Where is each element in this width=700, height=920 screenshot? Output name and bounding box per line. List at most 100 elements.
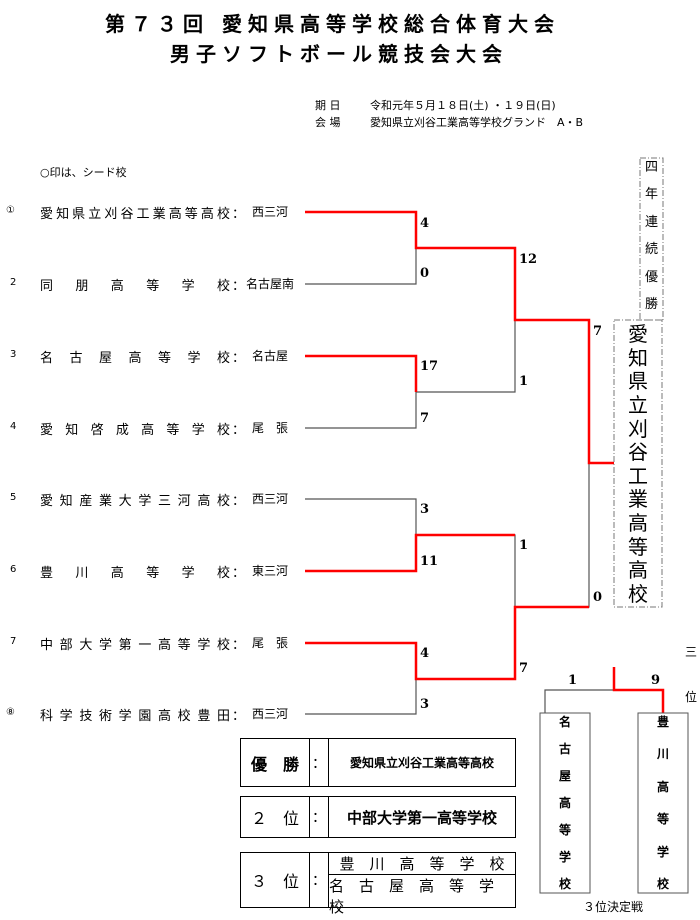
colon: ：	[232, 566, 246, 581]
champion-box-border	[613, 319, 663, 608]
colon: ：	[232, 351, 246, 366]
line-team-4	[305, 392, 417, 429]
seed-number: 7	[10, 636, 17, 647]
seed-number: 6	[10, 564, 17, 575]
box-char: 川	[656, 747, 669, 762]
third-place-right-box: 豊川高等学校	[638, 716, 688, 890]
seed-number: 2	[10, 277, 17, 288]
team-name: 愛知産業大学三河高校	[40, 494, 230, 509]
colon: ：	[310, 797, 329, 837]
team-name: 名古屋高等学校	[40, 351, 230, 366]
box-char: 校	[558, 877, 571, 891]
box-char: 立	[628, 392, 648, 417]
box-char: 年	[644, 187, 658, 203]
score: 4	[420, 646, 430, 661]
line-third-loser	[544, 689, 614, 713]
box-char: 学	[656, 844, 669, 859]
colon: ：	[232, 709, 246, 724]
winner-name: 愛知県立刈谷工業高等高校	[349, 756, 494, 770]
title-line-1: 第７３回 愛知県高等学校総合体育大会	[105, 12, 560, 36]
team-region: 名古屋南	[246, 277, 295, 291]
team-region: 西三河	[252, 707, 289, 721]
box-char: 業	[628, 487, 648, 512]
champion-box: 愛知県立刈谷工業高等高校	[614, 324, 662, 604]
team-region: 尾 張	[252, 636, 289, 650]
team-name: 科学技術学園高校豊田	[40, 709, 230, 724]
venue-value: 愛知県立刈谷工業高等学校グランド A・B	[370, 116, 584, 129]
colon: ：	[232, 494, 246, 509]
colon: ：	[232, 423, 246, 438]
third-label: ３ 位	[241, 853, 310, 907]
box-char: 高	[656, 779, 669, 794]
title-line-2: 男子ソフトボール競技会大会	[170, 42, 508, 66]
team-region: 東三河	[252, 564, 289, 578]
score: 1	[568, 673, 578, 688]
side-char-2: 位	[685, 690, 698, 704]
team-region: 西三河	[252, 205, 289, 219]
line-semi2-loser	[416, 534, 516, 607]
line-team-8	[305, 679, 417, 715]
score: 0	[593, 590, 603, 605]
score: 9	[651, 673, 661, 688]
box-char: 続	[644, 242, 658, 258]
box-char: 豊	[656, 715, 669, 729]
team-name: 中部大学第一高等学校	[40, 638, 230, 653]
winner-label: 優 勝	[241, 739, 310, 786]
seed-number: 4	[10, 421, 17, 432]
box-char: 高	[628, 511, 648, 535]
third-name-2: 名 古 屋 高 等 学 校	[329, 877, 510, 916]
third-right-box-border	[637, 712, 689, 894]
score: 17	[420, 359, 439, 374]
date-label: 期 日	[315, 99, 341, 112]
box-char: 知	[628, 345, 648, 370]
team-region: 西三河	[252, 492, 289, 506]
box-char: 四	[644, 160, 658, 175]
side-char-1: 三	[685, 645, 698, 659]
score: 12	[519, 252, 538, 267]
score: 3	[420, 502, 430, 517]
colon: ：	[232, 279, 246, 294]
third-place-left-box: 名古屋高等学校	[540, 716, 590, 890]
result-third: ３ 位 ： 豊 川 高 等 学 校 名 古 屋 高 等 学 校	[240, 852, 516, 916]
score: 4	[420, 216, 430, 231]
streak-box: 四年連続優勝	[640, 161, 663, 311]
team-name: 豊川高等学校	[40, 566, 230, 581]
box-char: 校	[628, 581, 648, 606]
third-left-box-border	[539, 712, 591, 894]
box-char: 谷	[628, 440, 648, 465]
team-region: 尾 張	[252, 421, 289, 435]
box-char: 勝	[644, 296, 658, 312]
box-char: 古	[558, 742, 571, 756]
third-name-1: 豊 川 高 等 学 校	[329, 853, 515, 875]
score: 0	[420, 266, 430, 281]
score: 3	[420, 697, 430, 712]
score: 7	[519, 661, 529, 676]
box-char: 学	[558, 850, 571, 864]
score: 1	[519, 538, 529, 553]
box-char: 屋	[558, 769, 571, 783]
win-line-third	[612, 667, 665, 713]
box-char: 等	[656, 812, 669, 827]
colon: ：	[232, 638, 246, 653]
score: 7	[420, 411, 430, 426]
line-team-2	[305, 248, 417, 285]
line-team-5	[305, 498, 417, 535]
line-final-loser	[515, 463, 590, 608]
second-label: ２ 位	[241, 797, 310, 837]
team-name: 同朋高等学校	[40, 279, 230, 294]
win-line-team-6	[305, 533, 515, 573]
score: 11	[420, 554, 439, 569]
box-char: 連	[644, 214, 658, 230]
box-char: 等	[558, 823, 571, 837]
colon: ：	[310, 739, 329, 786]
team-name: 愛知啓成高等学校	[40, 423, 230, 438]
streak-box-border	[639, 157, 664, 321]
colon: ：	[232, 207, 246, 222]
box-char: 高	[558, 796, 571, 810]
box-char: 高	[628, 558, 648, 583]
win-line-team-1	[305, 210, 614, 465]
win-line-team-7	[305, 605, 589, 681]
team-name: 愛知県立刈谷工業高等高校	[40, 207, 230, 222]
box-char: 等	[628, 534, 648, 559]
